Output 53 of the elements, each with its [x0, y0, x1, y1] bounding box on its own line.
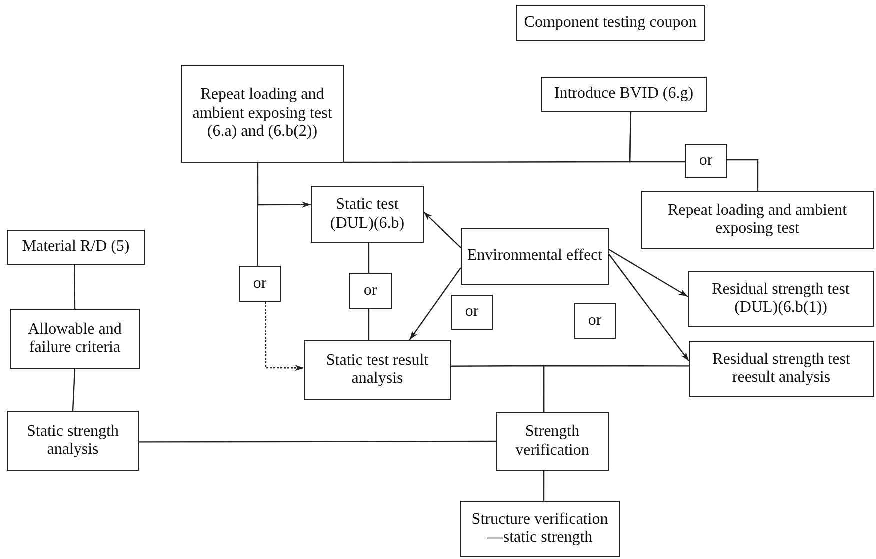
box-label: Static strength analysis	[26, 422, 120, 460]
process-box	[10, 309, 140, 369]
process-box	[461, 228, 609, 285]
box-label: Strength verification	[514, 423, 590, 460]
box-label: Introduce BVID (6.g)	[554, 85, 694, 104]
box-label: or	[465, 303, 479, 322]
arrow	[608, 254, 690, 362]
box-label: or	[588, 312, 602, 330]
box-label: Allowable and failure criteria	[27, 320, 123, 358]
arrow	[265, 302, 304, 372]
connector-line	[139, 440, 496, 443]
arrow	[409, 268, 462, 340]
connector-line	[368, 309, 370, 340]
process-box	[460, 501, 620, 557]
box-label: Residual strength test reesult analysis	[712, 350, 852, 388]
process-box	[641, 191, 874, 249]
box-label: Environmental effect	[467, 247, 603, 266]
box-label: Component testing coupon	[524, 14, 697, 32]
arrow	[608, 249, 688, 298]
process-box	[541, 77, 707, 112]
box-label: Material R/D (5)	[22, 238, 130, 257]
process-box	[239, 266, 281, 302]
box-label: or	[253, 274, 267, 294]
box-label: Static test (DUL)(6.b)	[329, 196, 406, 233]
connector-line	[727, 159, 759, 191]
box-label: Structure verification —static strength	[470, 510, 610, 548]
box-label: or	[699, 152, 713, 170]
process-box	[451, 295, 493, 330]
process-box	[181, 65, 344, 163]
connector-line	[74, 265, 76, 309]
process-box	[689, 341, 874, 397]
box-label: Repeat loading and ambient exposing test (6.a) and (6.b(2))	[192, 86, 334, 142]
box-label: or	[364, 282, 378, 300]
connector-line	[543, 365, 689, 412]
box-label: Static test result analysis	[325, 352, 430, 388]
process-box	[496, 412, 609, 471]
connector-line	[257, 163, 259, 266]
connector-line	[368, 243, 370, 273]
box-label: Residual strength test (DUL)(6.b(1))	[711, 280, 851, 318]
process-box	[685, 144, 727, 178]
connector-line	[72, 368, 76, 412]
process-box	[688, 271, 874, 327]
process-box	[7, 411, 139, 471]
arrow	[424, 212, 462, 248]
process-box	[7, 230, 145, 265]
process-box	[304, 340, 451, 400]
box-label: Repeat loading and ambient exposing test	[666, 202, 848, 238]
process-box	[311, 186, 424, 243]
connector-line	[543, 471, 545, 501]
process-box	[349, 273, 392, 309]
process-box	[516, 5, 705, 41]
connector-line	[629, 112, 685, 163]
process-box	[574, 303, 616, 339]
